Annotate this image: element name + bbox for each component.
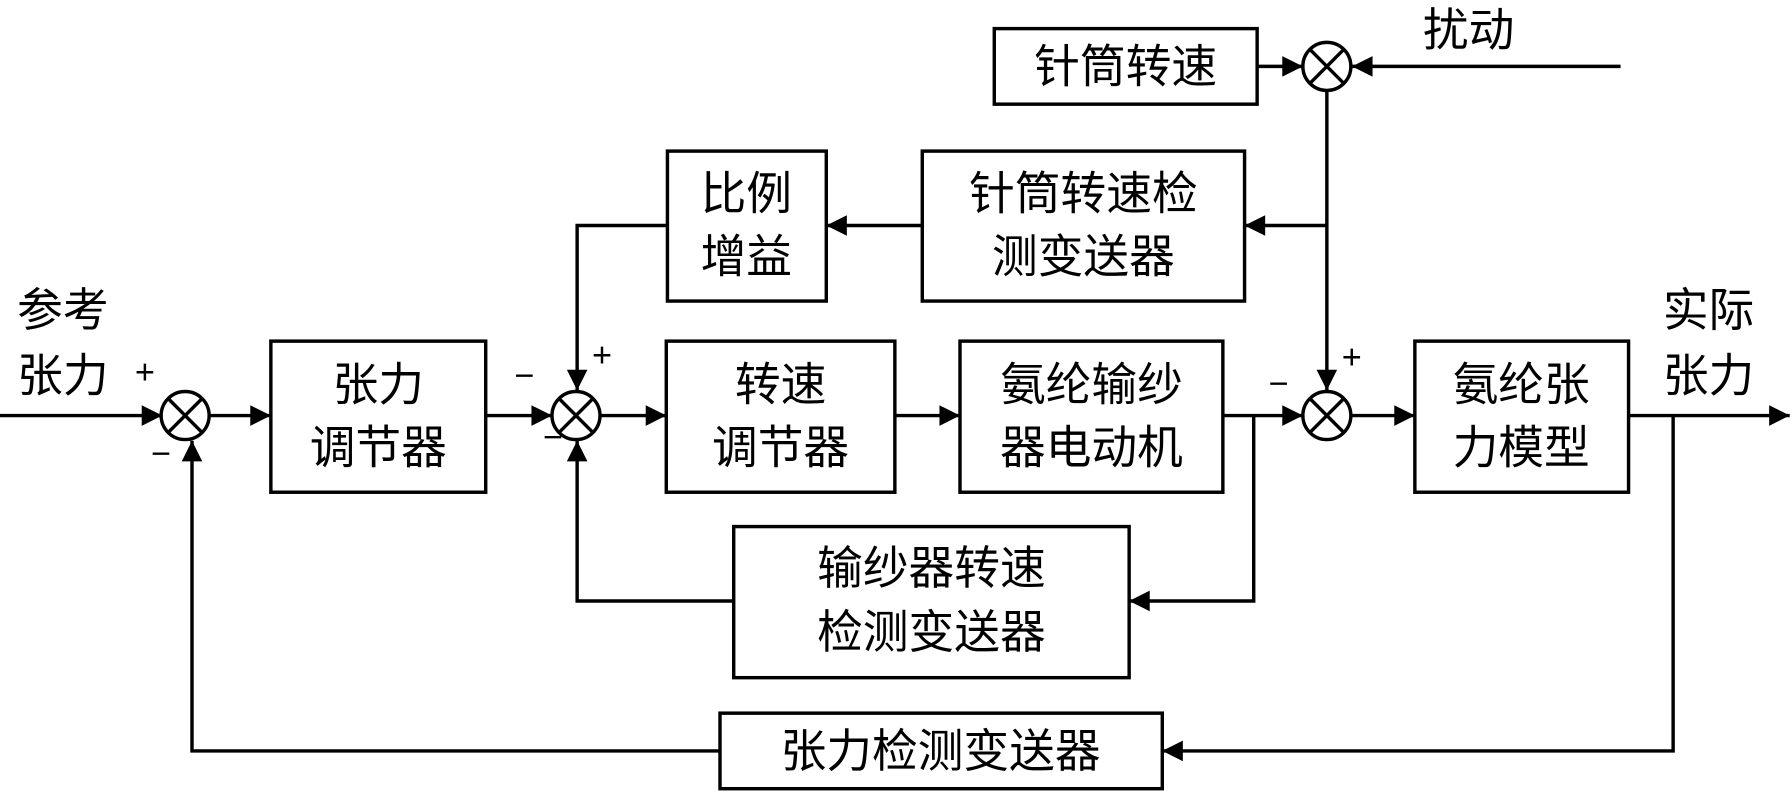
block-label: 张力 — [333, 359, 424, 412]
signal-lines — [0, 56, 1790, 762]
sign-sum2-feedback: − — [543, 419, 563, 457]
block-label: 调节器 — [310, 422, 447, 475]
wire-gain-to-sum2 — [566, 223, 668, 391]
block-label: 氨纶张 — [1453, 359, 1590, 412]
summing-junction-4 — [1301, 40, 1353, 93]
block-proportional-gain: 比例 增益 — [665, 149, 828, 303]
summing-junction-3 — [1301, 389, 1353, 442]
reference-tension-label: 张力 — [17, 349, 108, 402]
block-tension-sensor: 张力检测变送器 — [718, 711, 1164, 791]
block-label: 力模型 — [1453, 422, 1590, 475]
block-label: 氨纶输纱 — [1000, 359, 1183, 412]
block-feeder-speed-sensor: 输纱器转速 检测变送器 — [731, 524, 1131, 680]
wire-motor-to-feeder-sensor — [1129, 415, 1256, 612]
block-label: 增益 — [701, 230, 792, 283]
block-cylinder-speed-sensor: 针筒转速检 测变送器 — [920, 149, 1247, 303]
sign-sum2-input: − — [514, 357, 534, 395]
block-label: 检测变送器 — [817, 606, 1046, 659]
block-label: 输纱器转速 — [817, 542, 1046, 595]
block-speed-regulator: 转速 调节器 — [664, 339, 897, 494]
wire-feeder-sensor-to-sum2 — [566, 440, 734, 603]
block-label: 测变送器 — [992, 230, 1175, 283]
actual-tension-label: 实际 — [1663, 284, 1754, 337]
block-label: 针筒转速 — [1034, 40, 1217, 93]
block-label: 转速 — [735, 359, 826, 412]
summing-junction-2 — [550, 389, 602, 442]
wire-tension-sensor-to-sum1 — [181, 440, 720, 753]
sign-sum3-input: − — [1269, 365, 1289, 403]
block-feeder-motor: 氨纶输纱 器电动机 — [958, 339, 1225, 494]
actual-tension-label: 张力 — [1663, 349, 1754, 402]
block-label: 器电动机 — [1000, 422, 1183, 475]
block-label: 比例 — [701, 167, 792, 220]
sign-sum2-top: + — [592, 336, 612, 374]
block-tension-regulator: 张力 调节器 — [269, 339, 488, 494]
summing-junction-1 — [159, 389, 211, 442]
sign-sum1-input: + — [135, 353, 155, 391]
disturbance-label: 扰动 — [1423, 4, 1514, 57]
block-cylinder-speed: 针筒转速 — [992, 26, 1259, 106]
reference-tension-label: 参考 — [17, 284, 108, 337]
sign-sum1-feedback: − — [151, 435, 171, 473]
block-tension-model: 氨纶张 力模型 — [1413, 339, 1631, 494]
block-label: 张力检测变送器 — [781, 725, 1101, 778]
wire-tension-feedback-to-sensor — [1162, 415, 1675, 762]
block-label: 针筒转速检 — [969, 167, 1198, 220]
sign-sum3-top: + — [1342, 339, 1362, 377]
block-label: 调节器 — [712, 422, 849, 475]
